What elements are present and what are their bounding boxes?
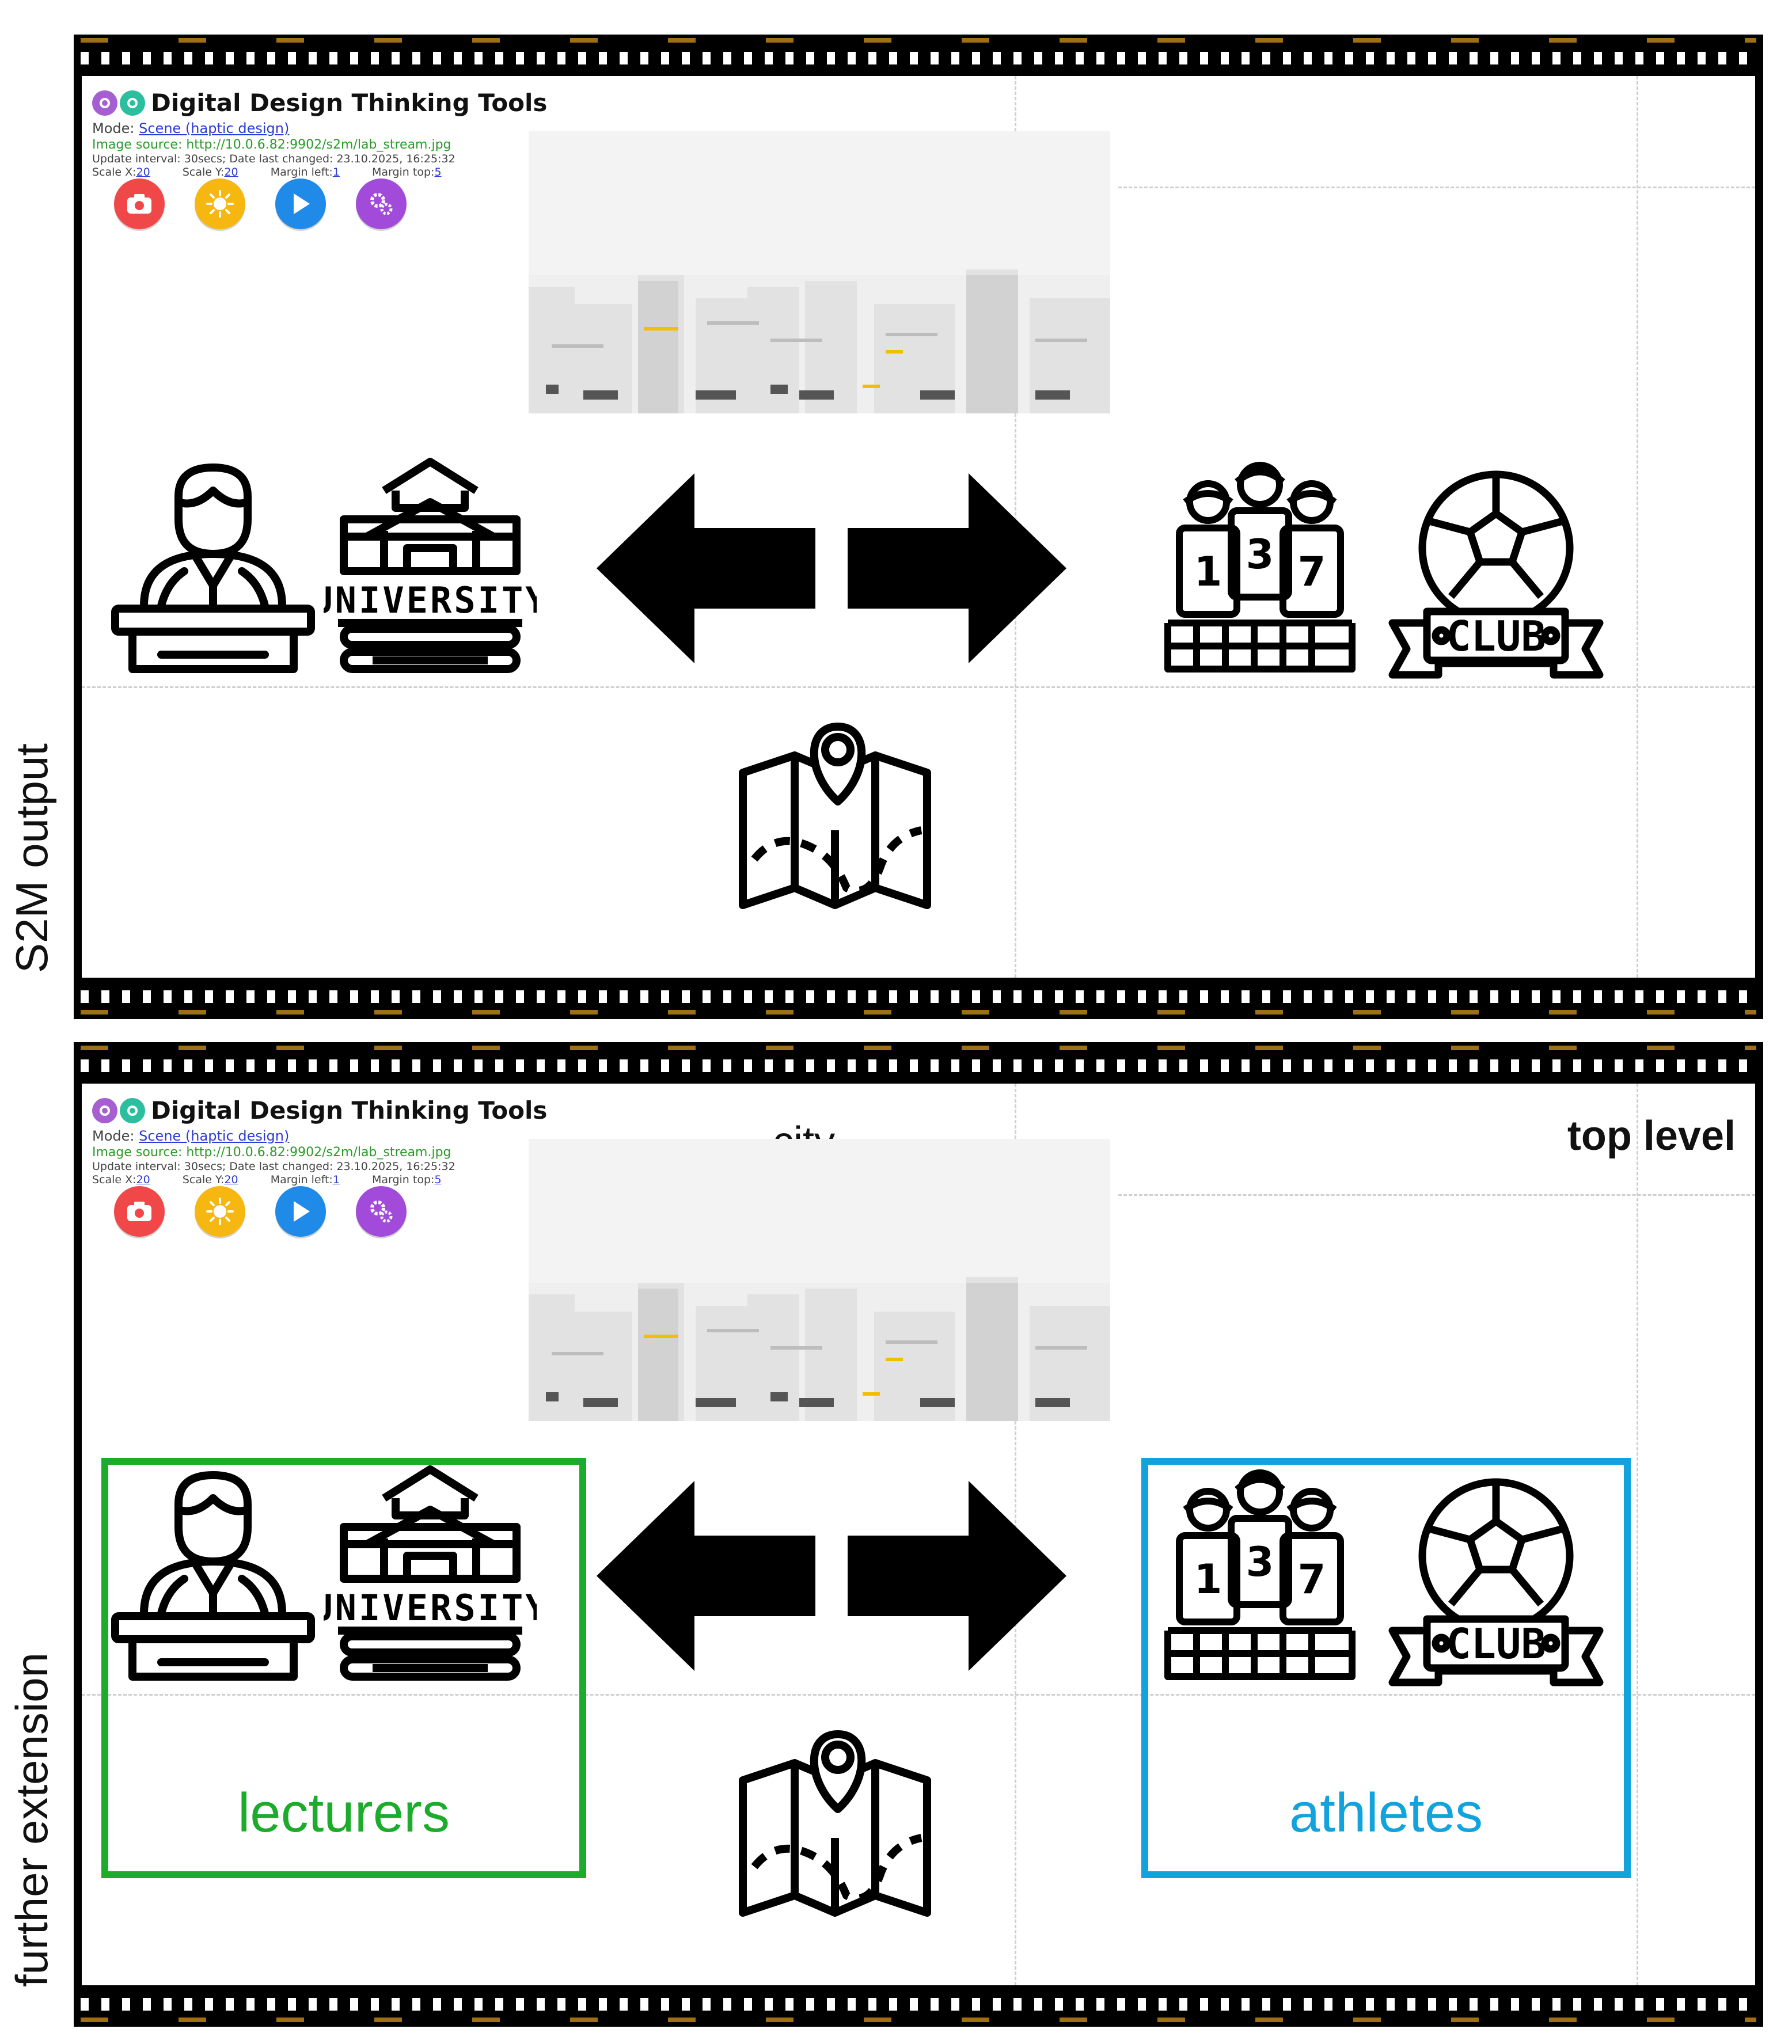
margin-top-link[interactable]: 5 (434, 166, 442, 178)
mode-link[interactable]: Scene (haptic design) (139, 120, 290, 136)
lecturers-label: lecturers (237, 1782, 450, 1844)
soccer-club-icon: CLUB (1381, 468, 1611, 686)
film-strip-bottom (74, 978, 1763, 1019)
settings-button[interactable] (356, 178, 407, 229)
lecturer-icon (109, 456, 317, 675)
left-arrow-icon (597, 473, 815, 663)
university-icon (324, 456, 537, 675)
app-header: Digital Design Thinking Tools Mode: Scen… (92, 1096, 610, 1186)
scale-line: Scale X:20 Scale Y:20 Margin left:1 Marg… (92, 1173, 442, 1186)
app-logo-icon (92, 1097, 117, 1123)
film-strip-bottom (74, 1985, 1763, 2027)
mode-line: Mode: Scene (haptic design) (92, 120, 290, 136)
margin-top-link[interactable]: 5 (434, 1173, 442, 1186)
side-label-s2m: S2M output (6, 743, 57, 973)
image-source: Image source: http://10.0.6.82:9902/s2m/… (92, 1145, 451, 1160)
margin-left-link[interactable]: 1 (332, 166, 340, 178)
app-header: Digital Design Thinking Tools Mode: Scen… (92, 89, 610, 178)
film-strip-top (74, 35, 1763, 76)
city-skyline-image (529, 131, 1110, 413)
toolbar (114, 178, 407, 229)
gears-icon (370, 1200, 393, 1223)
mode-link[interactable]: Scene (haptic design) (139, 1128, 290, 1144)
settings-button[interactable] (356, 1186, 407, 1237)
left-arrow-icon (597, 1481, 815, 1671)
side-label-extension: further extension (6, 1652, 57, 1987)
camera-icon (127, 1202, 151, 1221)
app-title-text: Digital Design Thinking Tools (151, 1096, 548, 1124)
right-arrow-icon (848, 1481, 1066, 1671)
app-logo-icon (92, 90, 117, 116)
toolbar (114, 1186, 407, 1237)
play-button[interactable] (275, 1186, 326, 1237)
athletes-group-box[interactable]: athletes (1141, 1458, 1631, 1878)
play-icon (294, 193, 310, 214)
club-text: CLUB (1446, 612, 1546, 660)
image-source: Image source: http://10.0.6.82:9902/s2m/… (92, 138, 451, 152)
app-title: Digital Design Thinking Tools (92, 1096, 610, 1124)
update-info: Update interval: 30secs; Date last chang… (92, 153, 455, 165)
gears-icon (370, 193, 393, 215)
right-arrow-icon (848, 473, 1066, 663)
sun-icon (206, 190, 234, 218)
map-icon (737, 1717, 933, 1924)
mode-line: Mode: Scene (haptic design) (92, 1128, 290, 1144)
city-skyline-image (529, 1139, 1110, 1421)
camera-icon (127, 194, 151, 214)
athletes-label: athletes (1289, 1782, 1483, 1844)
scale-y-link[interactable]: 20 (224, 1173, 238, 1186)
team-icon (1156, 456, 1364, 675)
brightness-button[interactable] (195, 1186, 245, 1237)
camera-button[interactable] (114, 178, 165, 229)
s2m-output-panel: Digital Design Thinking Tools Mode: Scen… (74, 35, 1763, 1019)
map-icon (737, 709, 933, 917)
scale-x-link[interactable]: 20 (136, 166, 150, 178)
refresh-logo-icon[interactable] (120, 1097, 145, 1123)
film-strip-top (74, 1042, 1763, 1084)
soccer-club-icon: CLUB (1381, 1475, 1611, 1694)
lecturers-group-box[interactable]: lecturers (101, 1458, 586, 1878)
brightness-button[interactable] (195, 178, 245, 229)
scale-y-link[interactable]: 20 (224, 166, 238, 178)
scale-line: Scale X:20 Scale Y:20 Margin left:1 Marg… (92, 166, 442, 178)
club-text: CLUB (1446, 1620, 1546, 1668)
app-title-text: Digital Design Thinking Tools (151, 89, 548, 117)
refresh-logo-icon[interactable] (120, 90, 145, 116)
app-title: Digital Design Thinking Tools (92, 89, 610, 117)
app-screen: Digital Design Thinking Tools Mode: Scen… (82, 76, 1755, 978)
play-icon (294, 1201, 310, 1222)
camera-button[interactable] (114, 1186, 165, 1237)
top-level-label: top level (1567, 1113, 1736, 1159)
app-screen: Digital Design Thinking Tools Mode: Scen… (82, 1084, 1755, 1985)
update-info: Update interval: 30secs; Date last chang… (92, 1160, 455, 1173)
play-button[interactable] (275, 178, 326, 229)
extension-panel: Digital Design Thinking Tools Mode: Scen… (74, 1042, 1763, 2027)
scale-x-link[interactable]: 20 (136, 1173, 150, 1186)
sun-icon (206, 1198, 234, 1225)
margin-left-link[interactable]: 1 (332, 1173, 340, 1186)
